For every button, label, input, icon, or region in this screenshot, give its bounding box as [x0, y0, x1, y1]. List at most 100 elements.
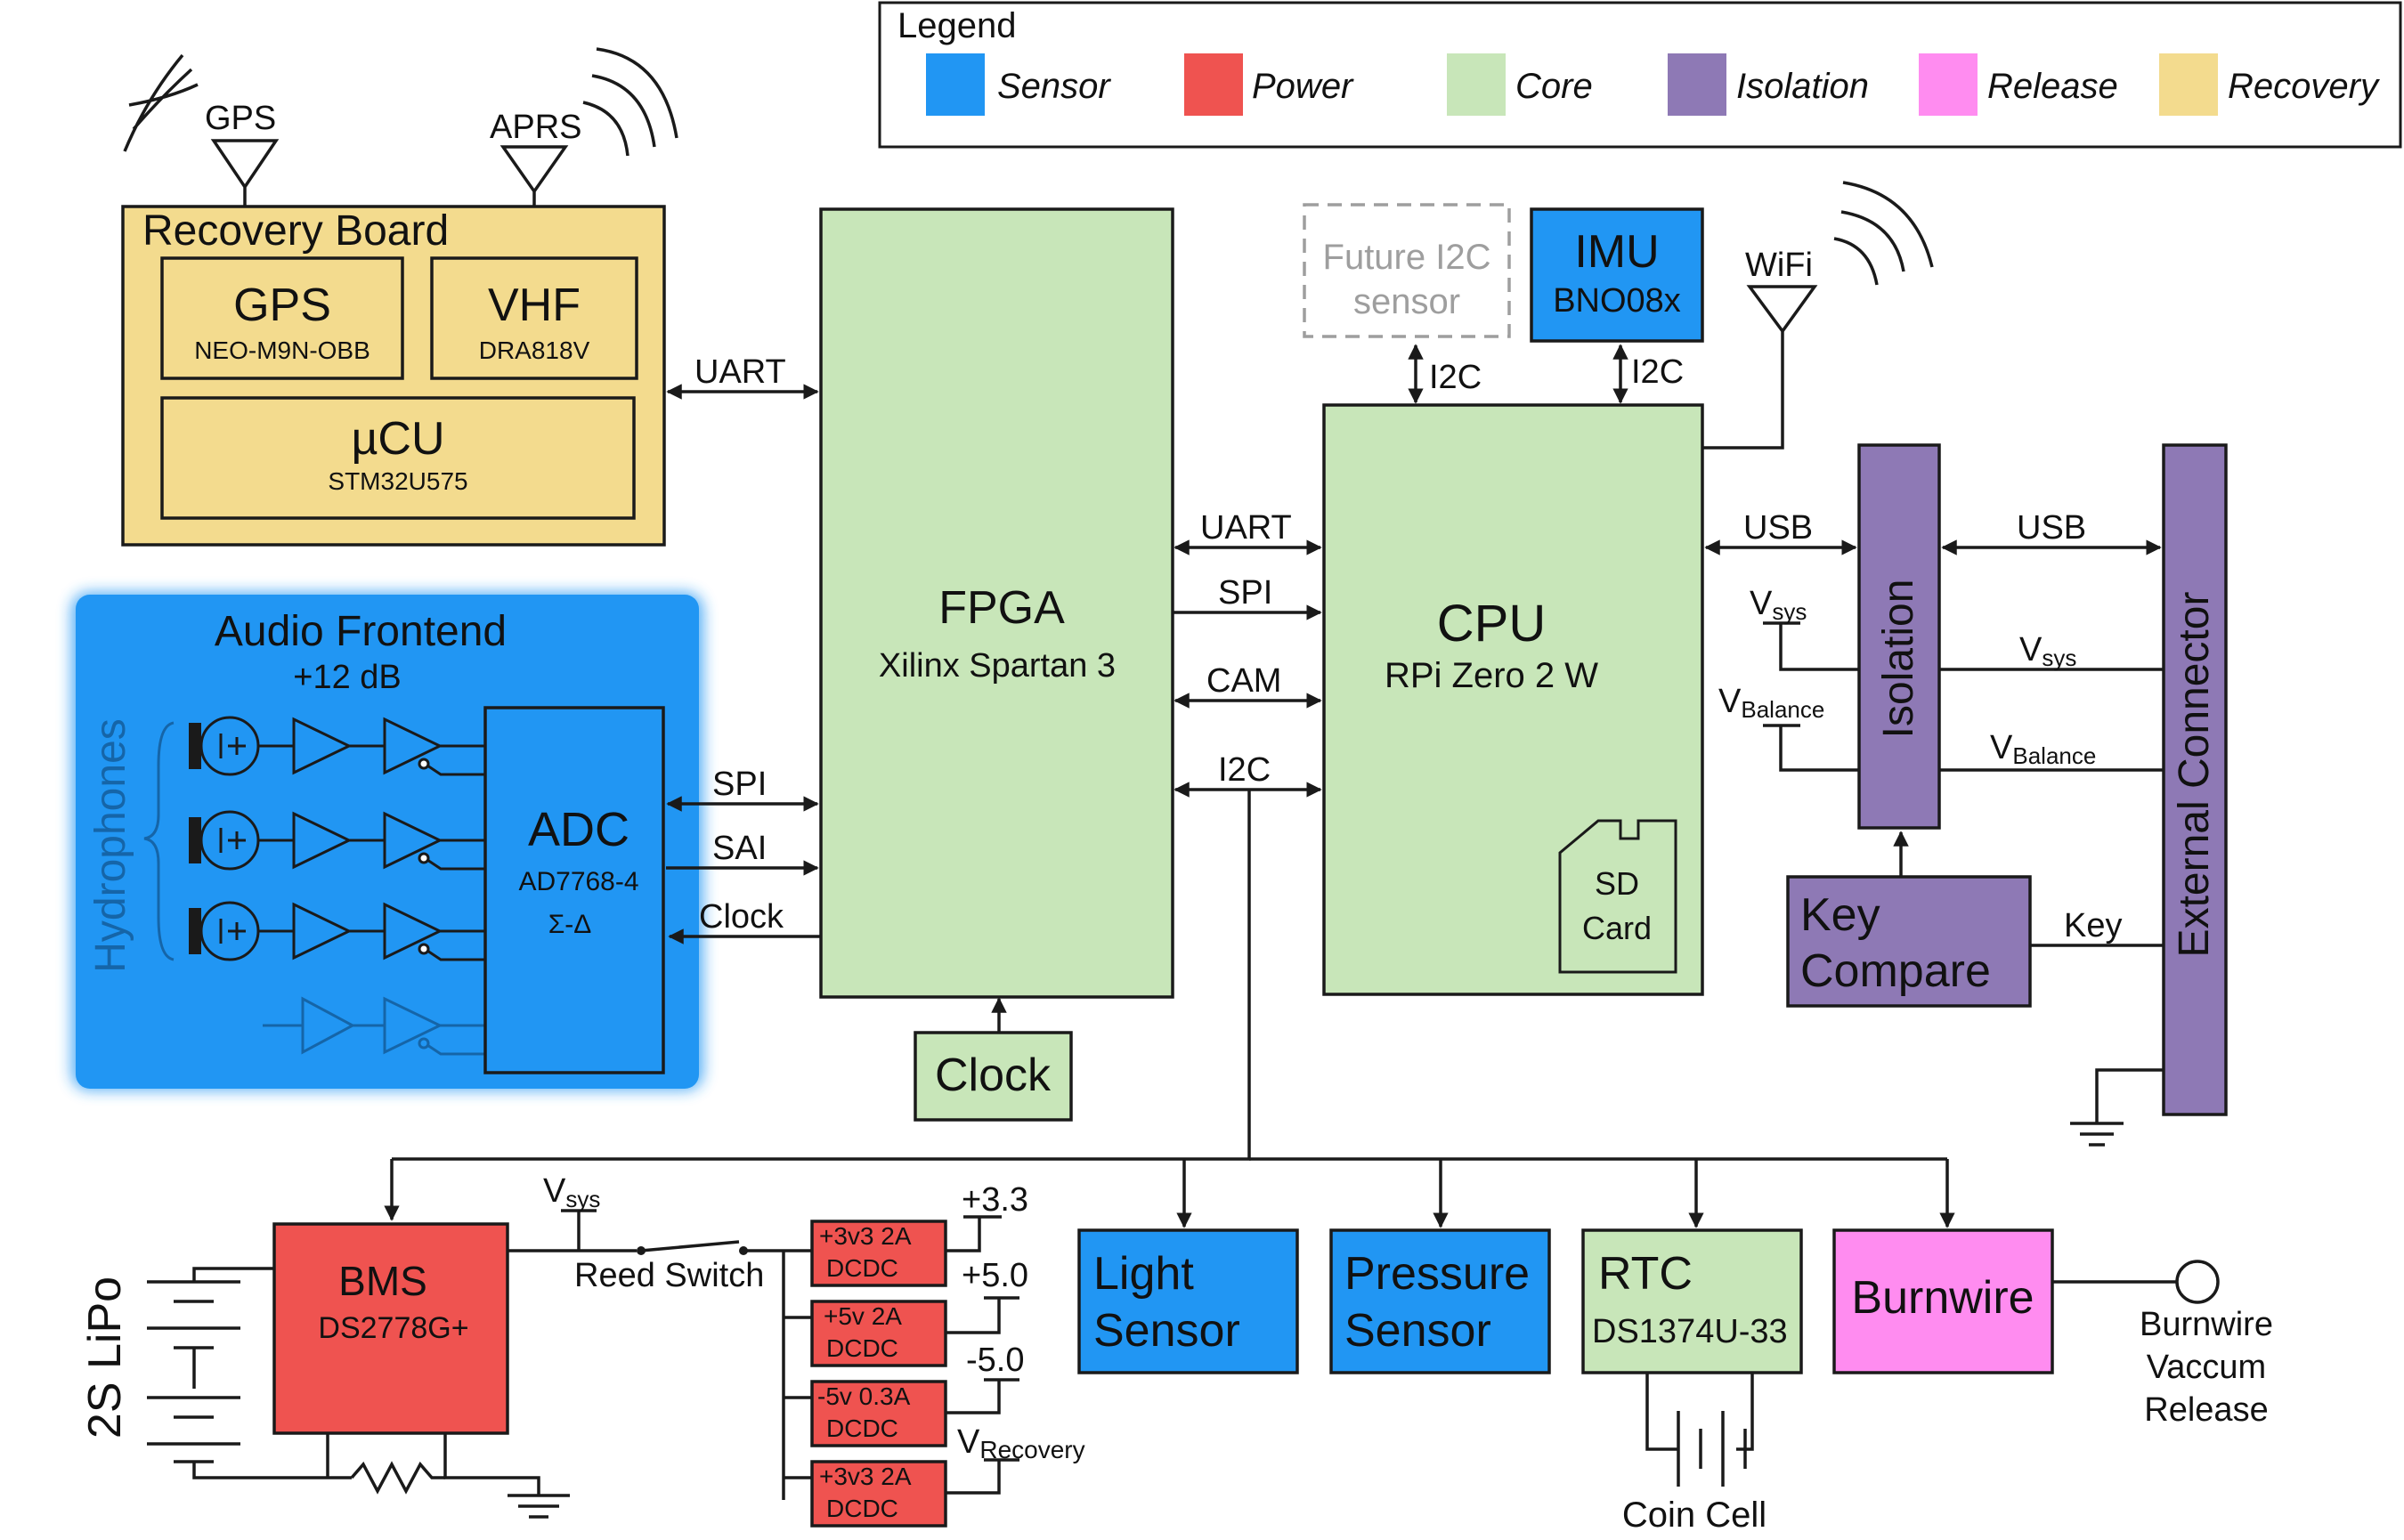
cpu-spi-label: SPI: [1218, 574, 1272, 612]
dcdc-4-label: DCDC: [826, 1495, 898, 1522]
recovery-vhf-block: VHF DRA818V: [430, 256, 638, 380]
i2c-bus-label: I2C: [1218, 751, 1271, 789]
legend-label-isolation: Isolation: [1736, 67, 1869, 106]
legend-label-sensor: Sensor: [997, 67, 1111, 106]
key-compare-line1: Key: [1800, 889, 1880, 941]
legend-swatch-release: [1919, 53, 1978, 116]
dcdc-4-rating: +3v3 2A: [819, 1463, 912, 1490]
pressure-sensor-block: Pressure Sensor: [1329, 1228, 1551, 1374]
vbalance-cpu-side: VBalance: [1718, 683, 1859, 772]
clock-name: Clock: [935, 1050, 1052, 1101]
adc-name: ADC: [528, 803, 629, 856]
cpu-usb-label: USB: [1743, 509, 1813, 547]
gps-antenna-label: GPS: [205, 100, 276, 137]
hydrophone-3-icon: [189, 908, 201, 954]
hydrophones-brace-icon: [143, 721, 175, 961]
bms-part: DS2778G+: [318, 1311, 468, 1345]
vsys-cpu-label: Vsys: [1750, 585, 1807, 625]
wifi-wave-icon: [1833, 181, 1934, 286]
rtc-block: RTC DS1374U-33: [1581, 1228, 1803, 1374]
legend-label-release: Release: [1987, 67, 2118, 106]
hydrophone-channel-3: [189, 901, 485, 961]
bms-block: BMS DS2778G+: [272, 1222, 509, 1435]
key-compare-line2: Compare: [1800, 945, 1991, 997]
burnwire-release-line3: Release: [2144, 1391, 2268, 1429]
recovery-mcu-block: µCU STM32U575: [160, 396, 636, 520]
isolation-block: Isolation: [1857, 443, 1941, 830]
imu-i2c-label: I2C: [1631, 353, 1684, 391]
cpu-cam-label: CAM: [1206, 662, 1281, 700]
hydrophone-2-icon: [189, 817, 201, 863]
dcdc-input-bus: [782, 1249, 812, 1500]
burnwire-name: Burnwire: [1851, 1272, 2034, 1324]
legend-swatch-sensor: [926, 53, 985, 116]
fpga-name: FPGA: [938, 582, 1065, 634]
recovery-board-title: Recovery Board: [142, 207, 449, 255]
audio-frontend: Audio Frontend +12 dB Hydrophones: [71, 592, 703, 1090]
external-connector-label: External Connector: [2171, 592, 2218, 958]
coin-cell-icon: [1645, 1373, 1754, 1487]
adc-block: ADC AD7768-4 Σ-Δ: [483, 706, 665, 1074]
aprs-antenna-label: APRS: [490, 109, 581, 146]
adc-clock-label: Clock: [699, 898, 784, 936]
recovery-board: Recovery Board GPS NEO-M9N-OBB VHF DRA81…: [121, 205, 666, 547]
cpu-part: RPi Zero 2 W: [1385, 656, 1598, 695]
dcdc-1-output: +3.3: [962, 1181, 1028, 1219]
clock-block: Clock: [914, 1031, 1073, 1122]
legend-label-recovery: Recovery: [2228, 67, 2381, 106]
cpu-uart-label: UART: [1200, 509, 1292, 547]
bms-name: BMS: [338, 1258, 427, 1304]
dcdc-2-output: +5.0: [962, 1257, 1028, 1294]
reed-switch-label: Reed Switch: [574, 1257, 764, 1294]
recovery-uart-label: UART: [694, 353, 786, 391]
external-connector-block: External Connector: [2162, 443, 2228, 1116]
legend-item-power: Power: [1184, 53, 1354, 116]
aprs-wave-icon: [582, 47, 678, 157]
hydrophone-channel-1: [189, 716, 485, 776]
fpga-block: FPGA Xilinx Spartan 3: [819, 207, 1174, 999]
legend-swatch-recovery: [2159, 53, 2218, 116]
vsys-connector-label: Vsys: [2019, 631, 2076, 671]
wifi-antenna-label: WiFi: [1745, 247, 1813, 284]
dcdc-1-rating: +3v3 2A: [819, 1222, 912, 1250]
recovery-mcu-part: STM32U575: [328, 467, 467, 495]
coin-cell-label: Coin Cell: [1622, 1495, 1766, 1535]
audio-frontend-title: Audio Frontend: [215, 608, 507, 655]
cpu-block: CPU RPi Zero 2 W SD Card: [1322, 403, 1704, 996]
recovery-gps-block: GPS NEO-M9N-OBB: [160, 256, 404, 380]
vsys-cpu-side: Vsys: [1750, 585, 1859, 671]
dcdc-2-rating: +5v 2A: [824, 1302, 902, 1330]
battery-label: 2S LiPo: [79, 1277, 131, 1439]
dcdc-3-label: DCDC: [826, 1414, 898, 1442]
hydrophone-channel-4-unused: [263, 996, 485, 1056]
vsys-power-label: Vsys: [543, 1172, 600, 1212]
dcdc-block-4: +3v3 2A DCDC VRecovery: [810, 1423, 1085, 1528]
legend-item-core: Core: [1447, 53, 1593, 116]
legend: Legend Sensor Power Core Isolation Relea…: [878, 1, 2402, 149]
battery: 2S LiPo: [79, 1267, 352, 1479]
light-sensor-line2: Sensor: [1093, 1305, 1240, 1357]
legend-label-core: Core: [1515, 67, 1593, 106]
aprs-antenna: APRS: [490, 47, 678, 207]
legend-label-power: Power: [1252, 67, 1354, 106]
adc-spi-label: SPI: [712, 766, 767, 803]
light-sensor-line1: Light: [1093, 1248, 1194, 1300]
fpga-cpu-links: UART SPI CAM I2C: [1173, 509, 1322, 798]
coin-cell: Coin Cell: [1622, 1373, 1766, 1535]
sd-card-label-line2: Card: [1582, 910, 1652, 946]
vsys-power-node: Vsys: [508, 1172, 637, 1252]
hydrophones-label: Hydrophones: [87, 718, 134, 973]
light-sensor-block: Light Sensor: [1077, 1228, 1299, 1374]
reed-switch: Reed Switch: [574, 1240, 784, 1294]
sd-card-icon: SD Card: [1558, 819, 1677, 974]
rtc-part: DS1374U-33: [1592, 1313, 1788, 1350]
pressure-sensor-line2: Sensor: [1344, 1305, 1491, 1357]
burnwire-release-line1: Burnwire: [2140, 1306, 2273, 1343]
dcdc-3-output: -5.0: [966, 1341, 1024, 1379]
recovery-mcu-name: µCU: [351, 413, 444, 465]
dcdc-3-rating: -5v 0.3A: [817, 1382, 911, 1410]
adc-fpga-links: SPI SAI Clock: [666, 766, 821, 944]
isolation-label: Isolation: [1875, 580, 1922, 739]
sd-card-label-line1: SD: [1595, 865, 1639, 902]
